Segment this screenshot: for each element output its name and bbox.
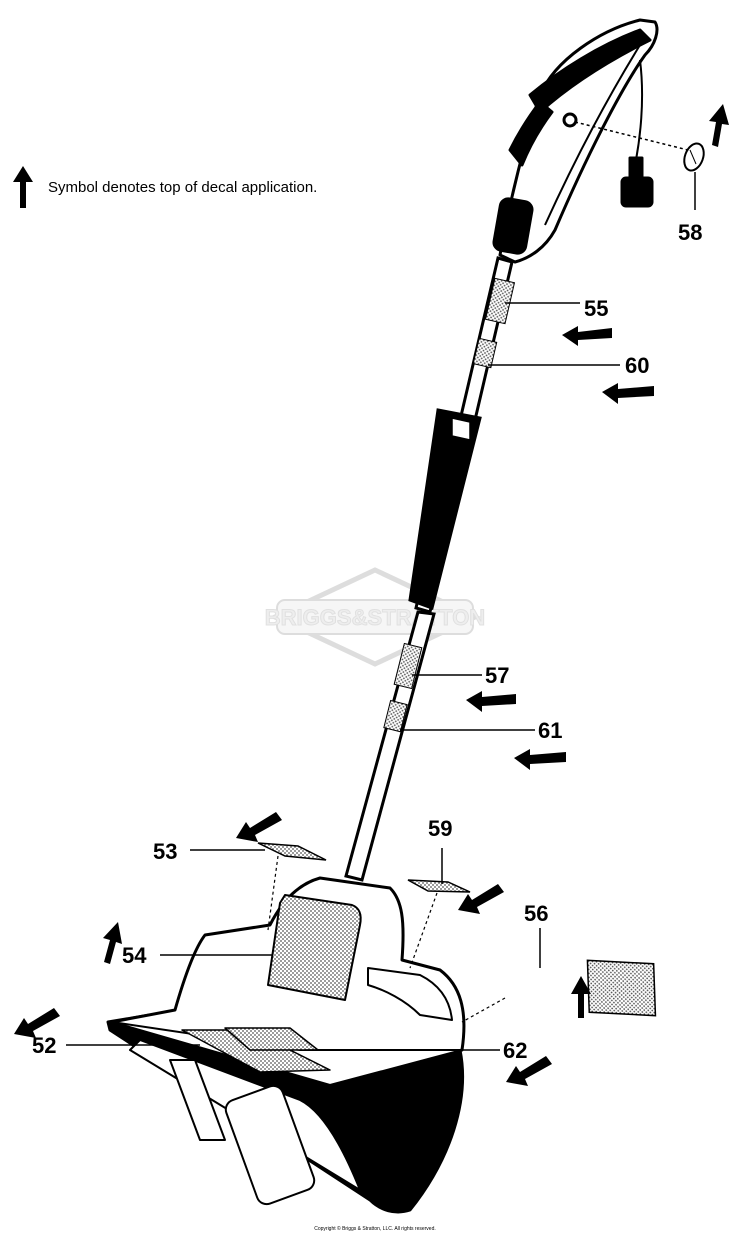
callout-60: 60 bbox=[625, 353, 649, 378]
callout-58: 58 bbox=[678, 220, 702, 245]
left-arrow-icon bbox=[562, 326, 612, 346]
callout-55: 55 bbox=[584, 296, 608, 321]
decal-54 bbox=[267, 894, 362, 1001]
left-arrow-icon bbox=[602, 383, 654, 404]
callout-52: 52 bbox=[32, 1033, 56, 1058]
decal-56 bbox=[586, 959, 657, 1017]
shovel-body bbox=[106, 876, 466, 1214]
shaft-decals bbox=[383, 277, 516, 733]
leader-lines bbox=[66, 172, 696, 1051]
decal-58 bbox=[683, 142, 705, 172]
decal-53 bbox=[257, 842, 327, 861]
callout-53: 53 bbox=[153, 839, 177, 864]
callout-56: 56 bbox=[524, 901, 548, 926]
down-left-arrow-icon bbox=[14, 1008, 60, 1038]
decal-57 bbox=[393, 642, 423, 690]
callout-54: 54 bbox=[122, 943, 147, 968]
legend-text: Symbol denotes top of decal application. bbox=[48, 179, 317, 196]
copyright-text: Copyright © Briggs & Stratton, LLC. All … bbox=[314, 1225, 436, 1232]
callout-labels: 55 60 57 61 53 59 54 56 58 52 62 bbox=[32, 220, 702, 1063]
decal-61 bbox=[383, 699, 408, 733]
decal-60 bbox=[472, 337, 498, 369]
placement-lines bbox=[267, 855, 506, 1023]
watermark-text: BRIGGS&STRATTON bbox=[265, 605, 485, 630]
down-left-arrow-icon bbox=[506, 1056, 552, 1086]
up-arrow-icon bbox=[571, 976, 591, 1018]
decal-55 bbox=[484, 277, 516, 325]
up-arrow-icon bbox=[13, 166, 33, 208]
left-arrow-icon bbox=[514, 749, 566, 770]
up-arrow-icon bbox=[103, 922, 122, 964]
direction-arrows bbox=[14, 104, 729, 1086]
down-left-arrow-icon bbox=[458, 884, 504, 914]
callout-61: 61 bbox=[538, 718, 562, 743]
callout-62: 62 bbox=[503, 1038, 527, 1063]
callout-59: 59 bbox=[428, 816, 452, 841]
down-left-arrow-icon bbox=[236, 812, 282, 842]
handle bbox=[492, 18, 689, 264]
up-arrow-icon bbox=[709, 104, 729, 147]
legend: Symbol denotes top of decal application. bbox=[13, 166, 317, 208]
left-arrow-icon bbox=[466, 691, 516, 712]
decal-59 bbox=[407, 879, 471, 893]
callout-57: 57 bbox=[485, 663, 509, 688]
floating-decals bbox=[257, 142, 705, 1017]
brand-watermark: BRIGGS&STRATTON bbox=[264, 567, 486, 667]
